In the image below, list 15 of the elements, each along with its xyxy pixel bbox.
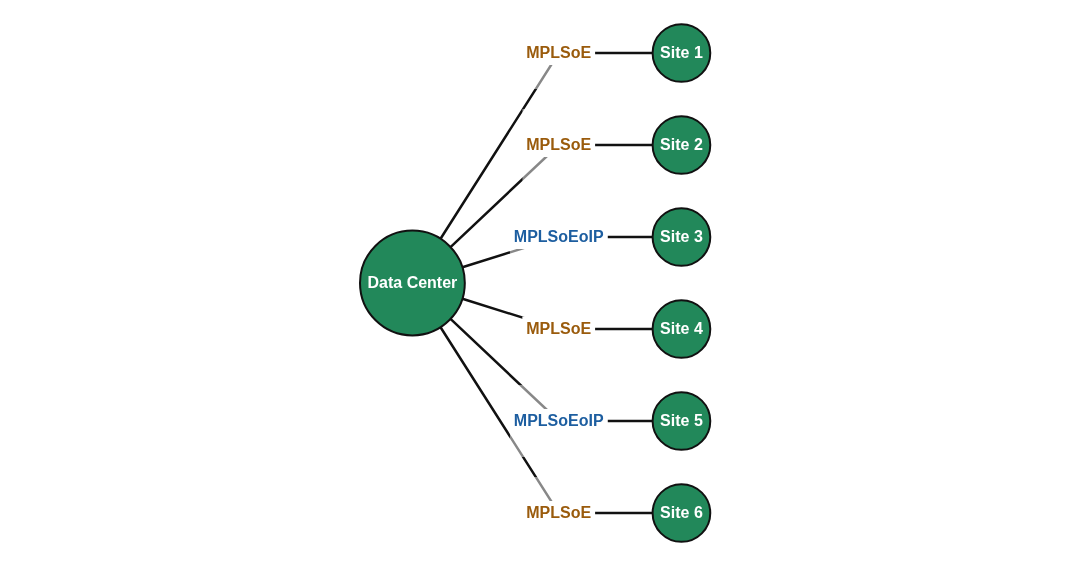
connector (439, 326, 653, 514)
edge-label: MPLSoE (526, 135, 592, 153)
edge-label: MPLSoE (526, 503, 592, 521)
node-circle: Site 3 (651, 206, 712, 267)
node-circle: Site 5 (651, 390, 712, 451)
edge-label: MPLSoEoIP (514, 227, 604, 245)
edge-label: MPLSoE (526, 319, 592, 337)
node-circle: Data Center (359, 229, 467, 336)
node-circle: Site 6 (651, 482, 712, 543)
node-circle: Site 2 (651, 114, 712, 175)
node-circle: Site 1 (651, 22, 712, 83)
edge-label: MPLSoEoIP (514, 411, 604, 429)
node-circle: Site 4 (651, 298, 712, 359)
edge-label: MPLSoE (526, 43, 592, 61)
connector (439, 51, 653, 239)
